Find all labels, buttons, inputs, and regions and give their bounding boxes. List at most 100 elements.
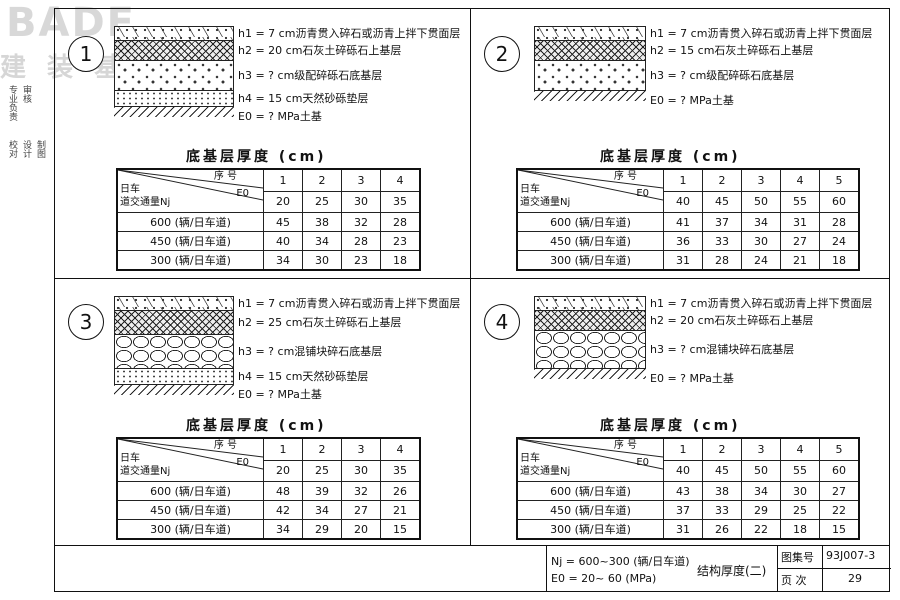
row-label-cell: 300 (辆/日车道) xyxy=(516,519,664,540)
header-e0-label: E0 xyxy=(636,457,649,468)
table-title: 底基层厚度 (cm) xyxy=(600,418,741,434)
atlas-label: 图集号 xyxy=(781,551,814,564)
seq-cell: 4 xyxy=(380,437,421,461)
value-cell: 15 xyxy=(819,519,860,540)
layer-band xyxy=(534,310,646,330)
side-label: 设计 xyxy=(21,140,31,158)
e0-cell: 45 xyxy=(702,459,742,483)
layer-band xyxy=(534,330,646,368)
value-cell: 31 xyxy=(663,250,703,271)
header-e0-label: E0 xyxy=(236,188,249,199)
layer-label: h3 = ? cm级配碎砾石底基层 xyxy=(238,69,383,82)
row-label-cell: 450 (辆/日车道) xyxy=(116,500,264,520)
layer-label: h2 = 15 cm石灰土碎砾石上基层 xyxy=(650,44,814,57)
e0-cell: 60 xyxy=(819,190,860,214)
value-cell: 34 xyxy=(741,481,781,501)
header-row-label: 道交通量Nj xyxy=(520,197,571,208)
layer-band xyxy=(114,368,234,384)
side-label: 制图 xyxy=(35,140,45,158)
e0-cell: 60 xyxy=(819,459,860,483)
layer-diagram xyxy=(114,26,234,117)
layer-band xyxy=(114,334,234,368)
value-cell: 29 xyxy=(302,519,342,540)
layer-band xyxy=(534,296,646,310)
header-seq-label: 序 号 xyxy=(213,440,237,451)
value-cell: 36 xyxy=(663,231,703,251)
seq-cell: 4 xyxy=(780,437,820,461)
e0-cell: 25 xyxy=(302,190,342,214)
ground-hatch xyxy=(114,106,234,117)
value-cell: 23 xyxy=(341,250,381,271)
watermark-logo: BADE xyxy=(6,0,136,46)
value-cell: 29 xyxy=(741,500,781,520)
panel-number: 2 xyxy=(484,36,520,72)
header-seq-label: 序 号 xyxy=(213,171,237,182)
layer-band xyxy=(114,40,234,60)
row-label-cell: 300 (辆/日车道) xyxy=(116,250,264,271)
e0-label: E0 = ? MPa土基 xyxy=(650,372,734,385)
layer-band xyxy=(114,296,234,310)
header-e0-label: E0 xyxy=(236,457,249,468)
value-cell: 40 xyxy=(263,231,303,251)
layer-band xyxy=(534,26,646,40)
e0-cell: 55 xyxy=(780,459,820,483)
footer-title-block: 图集号 93J007-3 页 次 29 xyxy=(777,545,891,592)
e0-cell: 55 xyxy=(780,190,820,214)
value-cell: 20 xyxy=(341,519,381,540)
e0-cell: 30 xyxy=(341,190,381,214)
panel-number: 1 xyxy=(68,36,104,72)
layer-diagram xyxy=(114,296,234,395)
value-cell: 43 xyxy=(663,481,703,501)
seq-cell: 2 xyxy=(702,168,742,192)
side-label: 校对 xyxy=(7,140,17,158)
layer-label: h4 = 15 cm天然砂砾垫层 xyxy=(238,92,369,105)
value-cell: 22 xyxy=(819,500,860,520)
value-cell: 30 xyxy=(302,250,342,271)
header-e0-label: E0 xyxy=(636,188,649,199)
value-cell: 32 xyxy=(341,212,381,232)
value-cell: 31 xyxy=(780,212,820,232)
e0-cell: 35 xyxy=(380,459,421,483)
e0-cell: 30 xyxy=(341,459,381,483)
layer-label: h1 = 7 cm沥青贯入碎石或沥青上拌下贯面层 xyxy=(650,27,873,40)
atlas-row: 图集号 93J007-3 xyxy=(778,545,891,569)
value-cell: 27 xyxy=(341,500,381,520)
layer-band xyxy=(534,60,646,90)
seq-cell: 3 xyxy=(341,168,381,192)
e0-cell: 35 xyxy=(380,190,421,214)
layer-label: h2 = 20 cm石灰土碎砾石上基层 xyxy=(650,314,814,327)
value-cell: 45 xyxy=(263,212,303,232)
seq-cell: 1 xyxy=(263,437,303,461)
drawing-sheet-border xyxy=(54,8,890,592)
value-cell: 27 xyxy=(780,231,820,251)
seq-cell: 4 xyxy=(780,168,820,192)
value-cell: 31 xyxy=(663,519,703,540)
page-label: 页 次 xyxy=(781,574,807,587)
side-signature-column: 专业负责 审核 校对 设计 制图 xyxy=(0,85,54,185)
e0-cell: 50 xyxy=(741,190,781,214)
value-cell: 34 xyxy=(263,519,303,540)
value-cell: 34 xyxy=(302,500,342,520)
panel-number: 3 xyxy=(68,304,104,340)
layer-label: h3 = ? cm级配碎砾石底基层 xyxy=(650,69,795,82)
value-cell: 24 xyxy=(819,231,860,251)
footer-title: 结构厚度(二) xyxy=(697,564,767,578)
row-label-cell: 450 (辆/日车道) xyxy=(516,231,664,251)
value-cell: 28 xyxy=(341,231,381,251)
atlas-value: 93J007-3 xyxy=(826,549,876,562)
panel-number: 4 xyxy=(484,304,520,340)
e0-cell: 20 xyxy=(263,459,303,483)
row-label-cell: 600 (辆/日车道) xyxy=(516,481,664,501)
header-row-label: 道交通量Nj xyxy=(120,466,171,477)
value-cell: 24 xyxy=(741,250,781,271)
e0-cell: 25 xyxy=(302,459,342,483)
divider-vertical xyxy=(470,8,471,545)
